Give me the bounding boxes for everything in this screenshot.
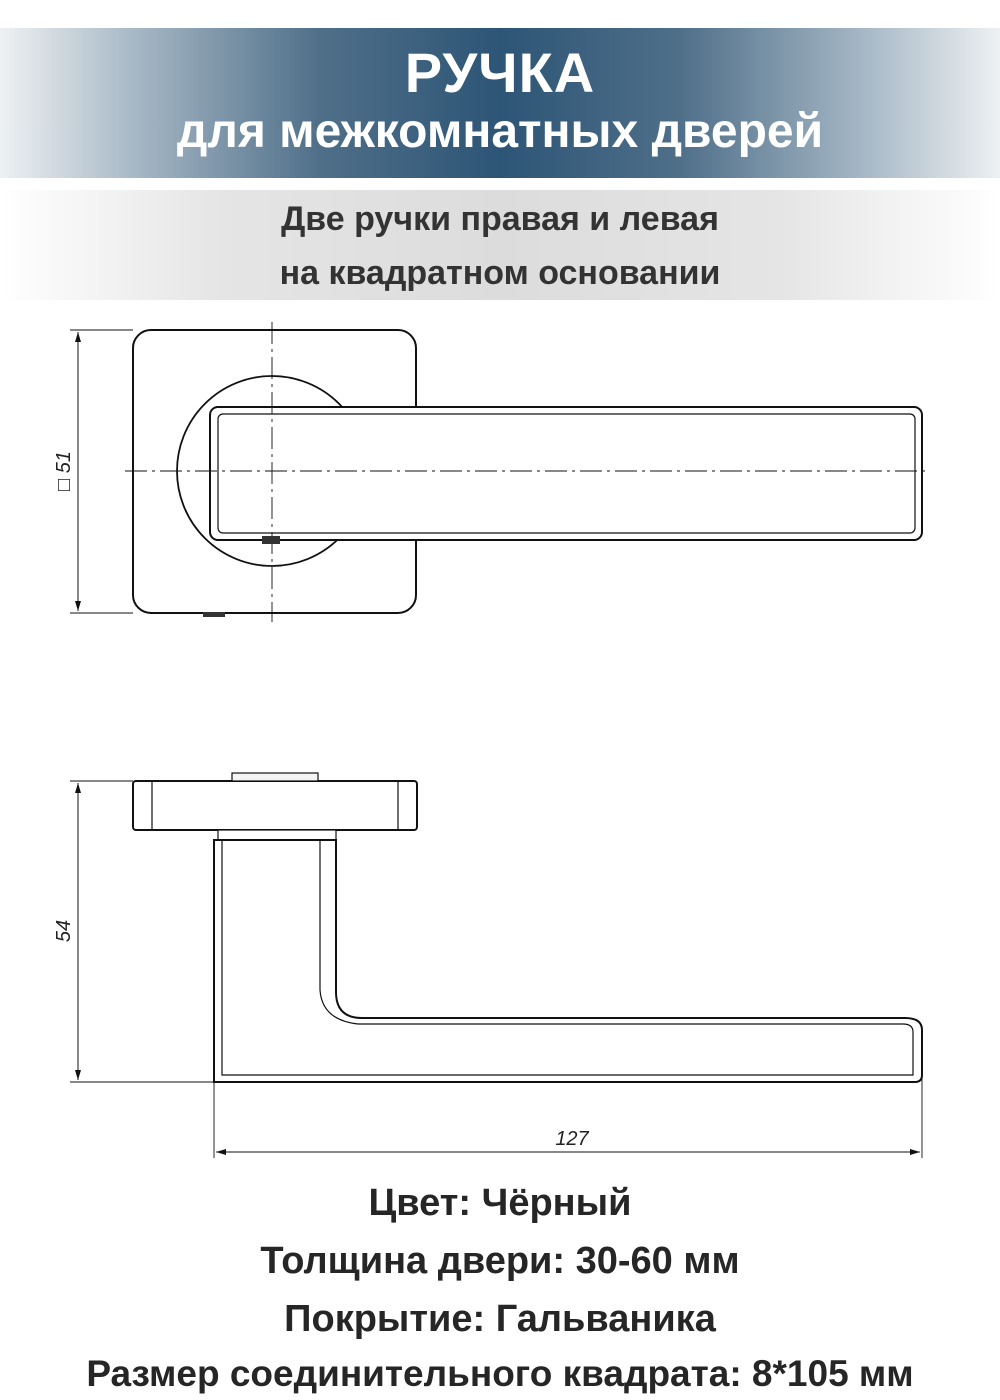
dim-label-height: 54	[53, 920, 75, 942]
screw-slot	[262, 536, 280, 544]
description-line-1: Две ручки правая и левая	[281, 200, 719, 238]
spec-color: Цвет: Чёрный	[368, 1182, 632, 1224]
dim-label-square: □ 51	[53, 451, 75, 491]
page-subtitle: для межкомнатных дверей	[176, 105, 824, 158]
spec-spindle-size: Размер соединительного квадрата: 8*105 м…	[86, 1353, 914, 1394]
lever-outline	[209, 406, 923, 541]
lever-side-inner	[221, 840, 914, 1076]
lever-inner	[217, 413, 916, 534]
side-view	[70, 772, 923, 1158]
bottom-screw	[203, 612, 225, 617]
top-view	[70, 322, 930, 622]
dim-label-length: 127	[555, 1128, 589, 1150]
top-cap	[231, 772, 319, 782]
rosette-plate	[132, 780, 418, 831]
spec-door-thickness: Толщина двери: 30-60 мм	[260, 1240, 740, 1282]
header-banner	[0, 28, 1000, 178]
description-line-2: на квадратном основании	[279, 254, 721, 292]
description-banner	[0, 190, 1000, 300]
neck	[217, 829, 337, 841]
spec-coating: Покрытие: Гальваника	[284, 1298, 716, 1340]
lever-side	[213, 839, 923, 1083]
technical-drawing: □ 51 54 127	[53, 322, 930, 1158]
page-title: РУЧКА	[404, 41, 596, 104]
